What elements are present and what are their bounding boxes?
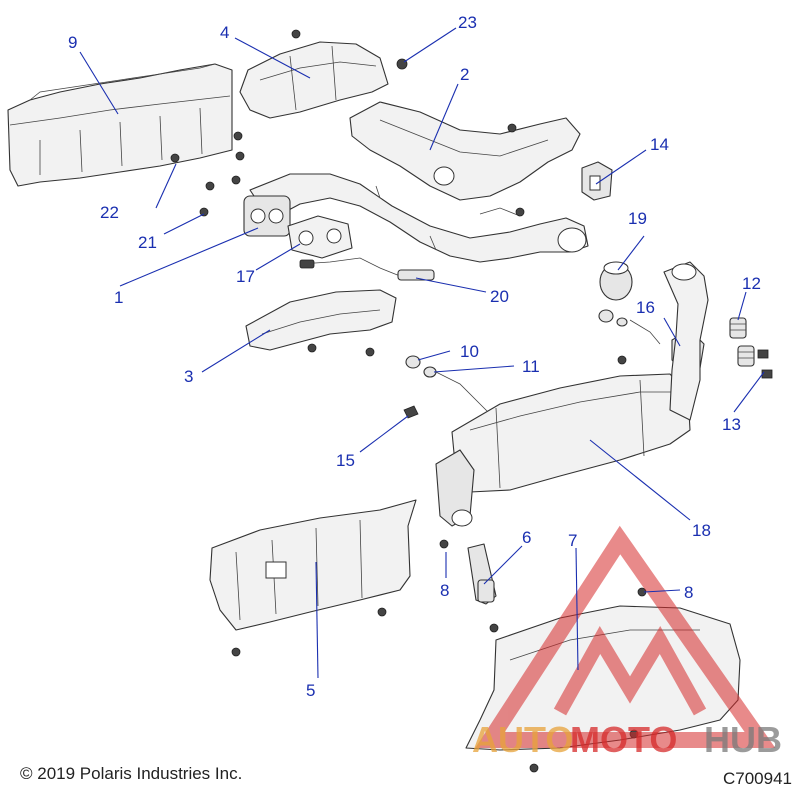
tailpipe-inlet [663,261,709,421]
label-2: 2 [460,65,469,84]
part-11-bracket [423,366,495,419]
label-21: 21 [138,233,157,252]
label-4: 4 [220,23,229,42]
label-5: 5 [306,681,315,700]
watermark-triangle [475,525,776,748]
part-5-heat-shield [209,499,417,631]
label-15: 15 [336,451,355,470]
leader-lines [79,27,765,679]
label-7: 7 [568,531,577,550]
label-11: 11 [522,357,540,376]
label-10: 10 [460,342,479,361]
label-8-right: 8 [684,583,693,602]
label-18: 18 [692,521,711,540]
part-3-heat-shield [245,289,397,351]
part-17-gasket [287,215,353,259]
label-19: 19 [628,209,647,228]
part-18-muffler [435,373,691,527]
watermark-hub: HUB [704,719,782,760]
label-17: 17 [236,267,255,286]
label-1: 1 [114,288,123,307]
label-3: 3 [184,367,193,386]
label-12: 12 [742,274,761,293]
part-4-heat-shield [239,41,389,119]
part-1-exhaust-header [243,173,589,263]
label-23: 23 [458,13,477,32]
part-14-isolator [581,161,613,201]
part-20-o2-sensor [299,257,435,281]
label-20: 20 [490,287,509,306]
callout-numbers: 9 4 23 2 14 22 21 19 17 20 1 12 16 10 11… [68,13,761,700]
part-15-bolt [403,405,419,419]
part-12-spring [729,317,747,339]
label-16: 16 [636,298,655,317]
watermark-text: AUTO MOTO HUB [472,719,782,760]
part-6-clamp [467,543,497,605]
part-19-grommet [599,261,633,301]
watermark-moto: MOTO [570,719,677,760]
diagram-code: C700941 [722,769,792,788]
label-8-left: 8 [440,581,449,600]
part-2-pipe-shield [349,101,581,201]
watermark-logo [475,525,776,748]
label-14: 14 [650,135,669,154]
label-6: 6 [522,528,531,547]
copyright-text: © 2019 Polaris Industries Inc. [20,764,243,783]
watermark-m [553,626,707,716]
part-13-spring [737,345,773,379]
label-13: 13 [722,415,741,434]
part-10-washer [405,355,421,369]
label-9: 9 [68,33,77,52]
part-9-heat-shield [7,63,233,187]
label-22: 22 [100,203,119,222]
watermark-auto: AUTO [472,719,573,760]
